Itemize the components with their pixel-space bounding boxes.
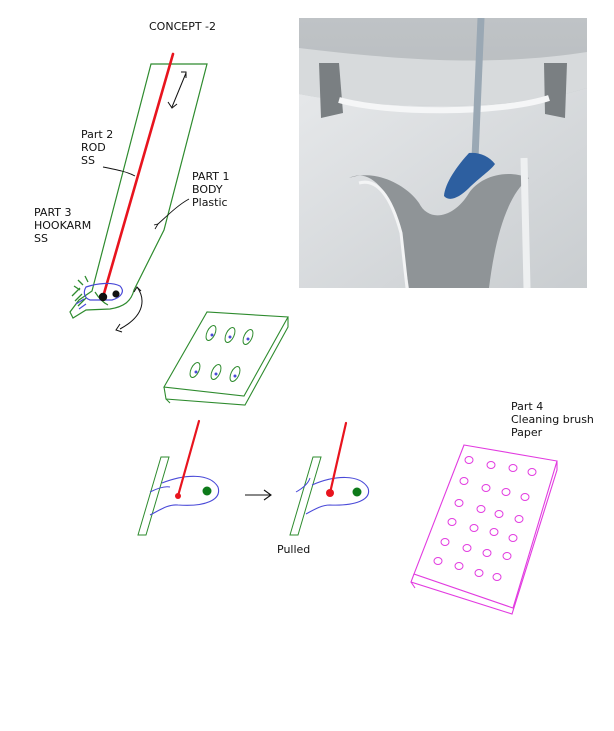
part4-label: Part 4 Cleaning brush Paper [511, 400, 594, 439]
pin-dot [326, 489, 334, 497]
hook-rotation-arrow [115, 286, 143, 333]
part1-label-line3: Plastic [192, 196, 228, 209]
pulled-label: Pulled [277, 543, 311, 556]
part2-label-line3: SS [81, 154, 95, 167]
transition-arrow [245, 489, 272, 501]
hook-pulled-sketch [289, 421, 370, 536]
slotted-plate-sketch [163, 311, 289, 406]
part1-label: PART 1 BODY Plastic [192, 170, 230, 209]
part3-label: PART 3 HOOKARM SS [34, 206, 91, 245]
pin-dot [175, 493, 181, 499]
part2-rod [101, 52, 175, 299]
part2-label-line1: Part 2 [81, 128, 114, 141]
hook-pivot-dot [98, 292, 108, 302]
hook-end-dot [112, 290, 120, 298]
part4-label-line1: Part 4 [511, 400, 544, 413]
plate-slots [189, 325, 254, 382]
part3-label-line3: SS [34, 232, 48, 245]
pivot-dot [352, 487, 362, 497]
part1-body-outline [69, 63, 208, 319]
part3-label-line1: PART 3 [34, 206, 72, 219]
label-leader-lines [102, 166, 190, 230]
part4-brush-pad [410, 444, 558, 615]
toilet-rim-photo [299, 18, 587, 288]
part2-label-line2: ROD [81, 141, 106, 154]
concept-title: CONCEPT -2 [149, 20, 217, 33]
part1-label-line1: PART 1 [192, 170, 230, 183]
part1-label-line2: BODY [192, 183, 223, 196]
part3-label-line2: HOOKARM [34, 219, 92, 232]
part4-label-line2: Cleaning brush [511, 413, 594, 426]
hook-before-sketch [137, 419, 220, 536]
brush-bristle-dots [433, 456, 537, 581]
pivot-dot [202, 486, 212, 496]
part3-hookarm [71, 275, 123, 310]
part4-label-line3: Paper [511, 426, 543, 439]
rod-travel-arrow [167, 71, 187, 109]
part2-label: Part 2 ROD SS [81, 128, 113, 167]
